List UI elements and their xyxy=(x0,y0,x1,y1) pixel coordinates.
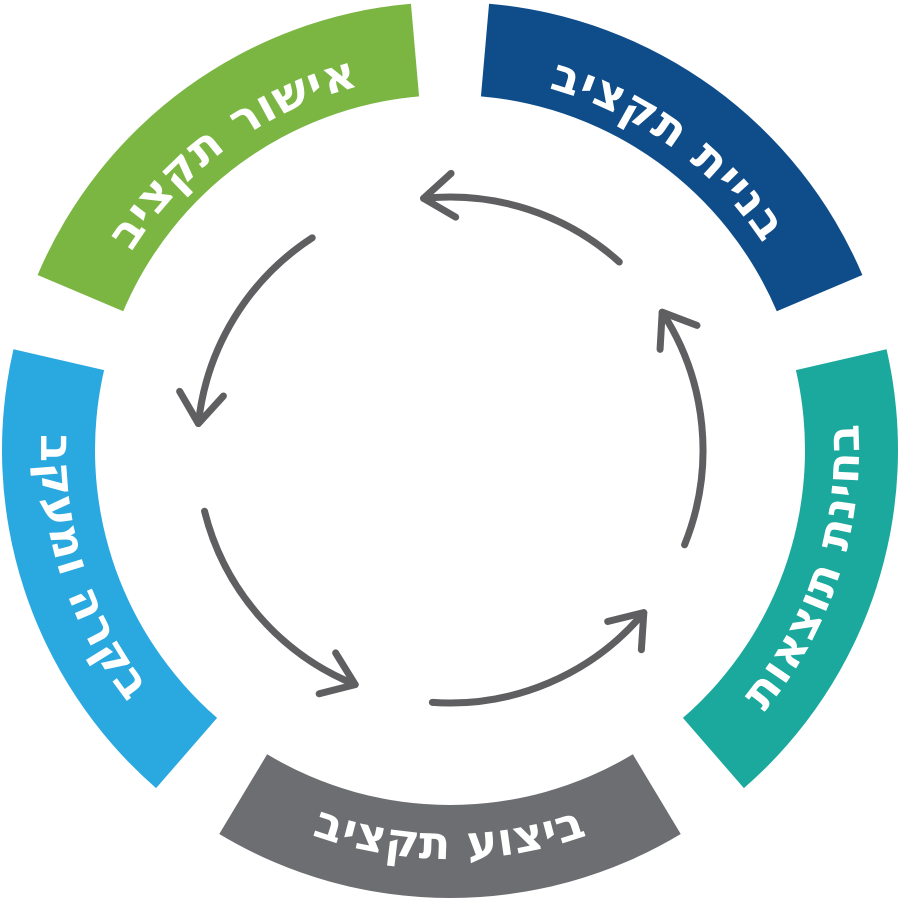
cycle-arrow-icon xyxy=(194,234,316,428)
arrowhead-icon xyxy=(420,169,460,221)
arrowhead-icon xyxy=(604,609,648,654)
segment-budget-execution xyxy=(219,754,681,899)
arrowhead-icon xyxy=(315,649,359,698)
cycle-arrow-icon xyxy=(658,308,707,549)
cycle-arrows xyxy=(176,169,707,707)
segment-budget-approval xyxy=(37,3,420,312)
cycle-arrow-icon xyxy=(201,507,359,689)
segment-budget-monitoring xyxy=(1,349,218,789)
arrowhead-icon xyxy=(176,387,227,428)
segment-label-outcome-examination: בחינת תוצאות xyxy=(730,422,870,719)
segment-label-budget-monitoring: בקרה ומעקב xyxy=(30,434,163,710)
cycle-arrow-icon xyxy=(428,609,648,707)
segment-outcome-examination xyxy=(682,349,899,789)
cycle-arrow-icon xyxy=(420,193,623,266)
arrowhead-icon xyxy=(656,308,701,353)
segment-budget-build xyxy=(480,3,863,312)
